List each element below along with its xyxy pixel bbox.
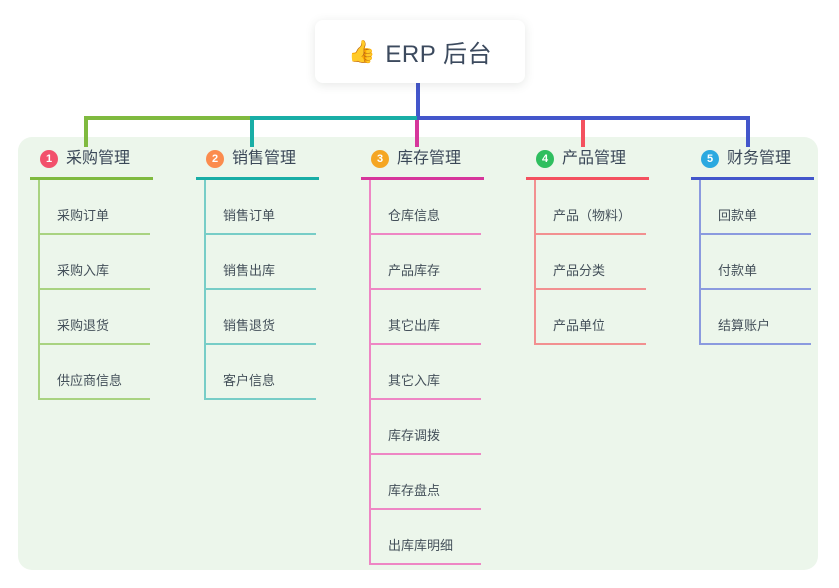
child-node[interactable]: 回款单	[701, 180, 811, 235]
branch-label: 销售管理	[232, 150, 297, 167]
child-node[interactable]: 产品分类	[536, 235, 646, 290]
modules-panel	[18, 137, 818, 570]
branch-number-badge: 2	[206, 150, 224, 168]
branch-label: 采购管理	[66, 150, 131, 167]
connector-line	[746, 116, 750, 147]
child-node[interactable]: 库存盘点	[371, 455, 481, 510]
child-node[interactable]: 其它入库	[371, 345, 481, 400]
connector-line	[250, 116, 254, 147]
child-node[interactable]: 其它出库	[371, 290, 481, 345]
connector-line	[250, 116, 419, 120]
branch-children: 仓库信息产品库存其它出库其它入库库存调拨库存盘点出库库明细	[369, 180, 481, 565]
branch-number-badge: 3	[371, 150, 389, 168]
branch-number-badge: 5	[701, 150, 719, 168]
branch-1: 1 采购管理采购订单采购入库采购退货供应商信息	[30, 144, 153, 400]
branch-label: 财务管理	[727, 150, 792, 167]
branch-children: 采购订单采购入库采购退货供应商信息	[38, 180, 150, 400]
branch-label: 产品管理	[562, 150, 627, 167]
branch-header-3[interactable]: 3 库存管理	[361, 144, 484, 180]
child-node[interactable]: 出库库明细	[371, 510, 481, 565]
branch-4: 4 产品管理产品（物料）产品分类产品单位	[526, 144, 649, 345]
branch-label: 库存管理	[397, 150, 462, 167]
branch-header-4[interactable]: 4 产品管理	[526, 144, 649, 180]
child-node[interactable]: 产品（物料）	[536, 180, 647, 235]
connector-line	[581, 120, 585, 147]
root-title: ERP 后台	[385, 41, 492, 68]
child-node[interactable]: 销售退货	[206, 290, 316, 345]
connector-line	[415, 120, 419, 147]
child-node[interactable]: 采购退货	[40, 290, 150, 345]
connector-line	[84, 116, 88, 147]
child-node[interactable]: 产品库存	[371, 235, 481, 290]
child-node[interactable]: 采购订单	[40, 180, 150, 235]
root-node[interactable]: 👍 ERP 后台	[315, 20, 525, 83]
child-node[interactable]: 库存调拨	[371, 400, 481, 455]
child-node[interactable]: 销售订单	[206, 180, 316, 235]
child-node[interactable]: 仓库信息	[371, 180, 481, 235]
branch-children: 销售订单销售出库销售退货客户信息	[204, 180, 316, 400]
branch-number-badge: 1	[40, 150, 58, 168]
child-node[interactable]: 结算账户	[701, 290, 811, 345]
child-node[interactable]: 销售出库	[206, 235, 316, 290]
thumbs-up-icon: 👍	[348, 38, 376, 64]
branch-number-badge: 4	[536, 150, 554, 168]
branch-header-2[interactable]: 2 销售管理	[196, 144, 319, 180]
connector-line	[84, 116, 254, 120]
child-node[interactable]: 客户信息	[206, 345, 316, 400]
branch-2: 2 销售管理销售订单销售出库销售退货客户信息	[196, 144, 319, 400]
branch-5: 5 财务管理回款单付款单结算账户	[691, 144, 814, 345]
branch-header-5[interactable]: 5 财务管理	[691, 144, 814, 180]
child-node[interactable]: 供应商信息	[40, 345, 150, 400]
child-node[interactable]: 产品单位	[536, 290, 646, 345]
branch-header-1[interactable]: 1 采购管理	[30, 144, 153, 180]
child-node[interactable]: 采购入库	[40, 235, 150, 290]
branch-3: 3 库存管理仓库信息产品库存其它出库其它入库库存调拨库存盘点出库库明细	[361, 144, 484, 565]
connector-line	[417, 116, 750, 120]
branch-children: 回款单付款单结算账户	[699, 180, 811, 345]
branch-children: 产品（物料）产品分类产品单位	[534, 180, 647, 345]
connector-line	[416, 83, 420, 120]
child-node[interactable]: 付款单	[701, 235, 811, 290]
